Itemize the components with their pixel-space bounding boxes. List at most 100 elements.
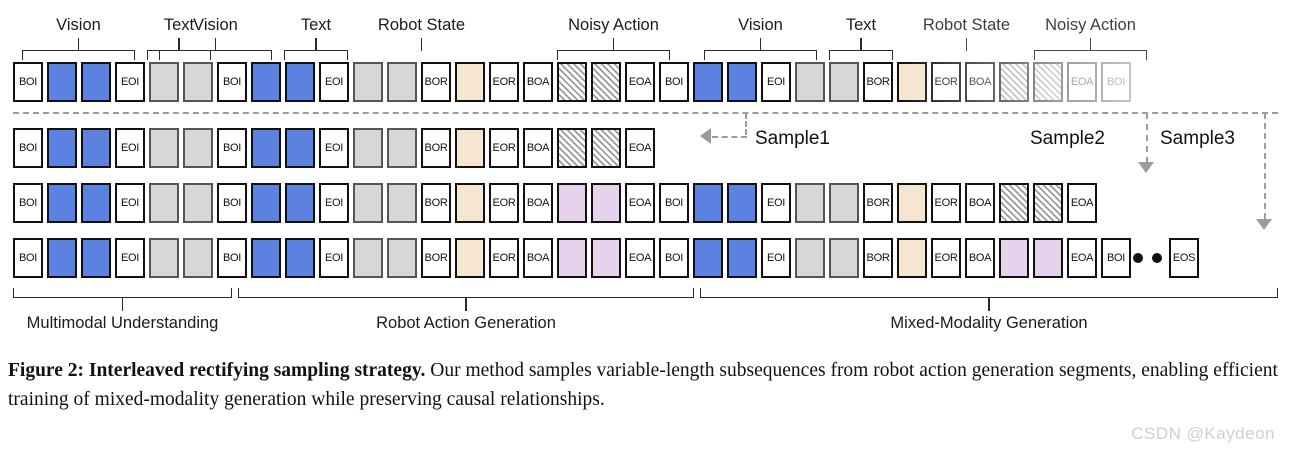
bracket-bar [284,50,348,60]
token-denoised [999,238,1029,278]
sample1-guide-vertical [745,113,747,135]
token-boi: BOI [217,62,247,102]
token-text [387,238,417,278]
token-vision [81,238,111,278]
token-state [455,183,485,223]
bracket-label: Noisy Action [1045,16,1136,34]
bracket-stem [315,38,317,51]
token-eor: EOR [931,183,961,223]
bracket-label: Multimodal Understanding [26,314,219,332]
token-boi: BOI [217,238,247,278]
caption-bold-lead: Figure 2: Interleaved rectifying samplin… [8,360,426,381]
token-eos: EOS [1169,238,1199,278]
token-noisy [557,62,587,102]
sample3-guide-vertical [1264,113,1266,219]
token-boi: BOI [659,183,689,223]
sample-label-2: Sample2 [1030,128,1105,149]
token-state [897,183,927,223]
bracket-label: Robot Action Generation [376,314,556,332]
token-bor: BOR [863,62,893,102]
bracket-bar [22,50,135,60]
token-eoi: EOI [319,238,349,278]
token-state [897,62,927,102]
token-noisy [557,128,587,168]
dot [1133,253,1143,263]
token-text [353,128,383,168]
token-noisy [999,62,1029,102]
figure-caption: Figure 2: Interleaved rectifying samplin… [8,356,1284,414]
token-vision [47,238,77,278]
token-vision [693,183,723,223]
token-vision [285,128,315,168]
token-text [795,62,825,102]
token-vision [251,62,281,102]
token-noisy [999,183,1029,223]
token-eoa: EOA [1067,62,1097,102]
bracket-bar [829,50,893,60]
token-vision [285,183,315,223]
token-text [829,238,859,278]
bracket-bar [700,288,1278,298]
token-boa: BOA [965,62,995,102]
token-vision [47,128,77,168]
token-vision [251,238,281,278]
token-vision [285,62,315,102]
bracket-bar [159,50,272,60]
sample-label-1: Sample1 [755,128,830,149]
token-eoi: EOI [319,183,349,223]
token-eoa: EOA [625,183,655,223]
token-bor: BOR [863,183,893,223]
token-text [387,183,417,223]
bracket-label: Vision [56,16,101,34]
token-eor: EOR [489,62,519,102]
token-eor: EOR [489,238,519,278]
bracket-label: Noisy Action [568,16,659,34]
sample-label-3: Sample3 [1160,128,1235,149]
token-eor: EOR [931,62,961,102]
sample3-arrow-head [1256,219,1272,230]
sample1-guide-horizontal [712,136,747,138]
token-text [149,62,179,102]
bracket-stem [988,298,990,311]
token-state [455,238,485,278]
token-vision [251,128,281,168]
token-text [829,62,859,102]
dot [1152,253,1162,263]
bracket-stem [860,38,862,51]
token-eoi: EOI [115,238,145,278]
token-vision [693,238,723,278]
token-text [183,183,213,223]
bracket-bar [13,288,232,298]
token-state [897,238,927,278]
token-boa: BOA [523,238,553,278]
token-noisy [591,62,621,102]
token-boi: BOI [659,238,689,278]
bracket-stem [77,38,80,51]
token-text [829,183,859,223]
token-boi: BOI [13,238,43,278]
token-eoa: EOA [1067,183,1097,223]
token-bor: BOR [421,238,451,278]
token-boi: BOI [13,183,43,223]
token-vision [251,183,281,223]
token-text [795,238,825,278]
token-eoa: EOA [625,62,655,102]
sample2-arrow-head [1138,162,1154,173]
token-eor: EOR [489,183,519,223]
token-vision [727,183,757,223]
token-vision [693,62,723,102]
bracket-label: Text [845,16,877,34]
token-text [183,238,213,278]
token-denoised [1033,238,1063,278]
token-bor: BOR [421,183,451,223]
token-vision [81,183,111,223]
token-eoi: EOI [761,238,791,278]
token-noisy [1033,183,1063,223]
token-boa: BOA [965,238,995,278]
bracket-label: Mixed-Modality Generation [890,314,1088,332]
token-vision [81,128,111,168]
bracket-label: Vision [193,16,238,34]
token-vision [47,62,77,102]
token-text [353,238,383,278]
token-text [183,128,213,168]
